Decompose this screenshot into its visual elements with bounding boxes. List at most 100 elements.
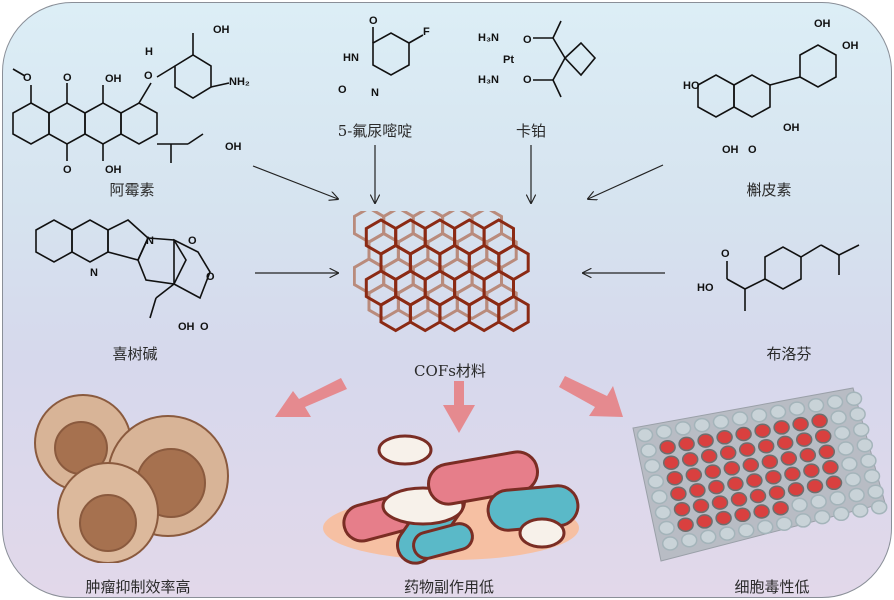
svg-text:N: N (90, 267, 98, 279)
well-empty (810, 494, 827, 509)
drug-label-fluorouracil: 5-氟尿嘧啶 (337, 122, 413, 140)
well-empty (837, 441, 855, 456)
well-filled (716, 430, 733, 445)
well-filled (677, 517, 694, 532)
well-filled (792, 416, 809, 432)
well-filled (772, 500, 789, 516)
well-filled (825, 475, 843, 491)
svg-text:H₃N: H₃N (478, 74, 499, 86)
well-empty (849, 406, 866, 422)
well-filled (761, 454, 779, 469)
well-filled (711, 495, 729, 510)
well-filled (784, 466, 801, 482)
well-filled (685, 467, 703, 483)
svg-text:HO: HO (697, 282, 714, 294)
well-filled (780, 451, 798, 466)
well-filled (811, 413, 828, 429)
well-empty (674, 421, 692, 436)
cof-hexagon (497, 294, 530, 333)
well-empty (867, 484, 884, 499)
svg-text:O: O (188, 235, 197, 247)
fluorouracil-structure: O F HN O N (338, 15, 430, 99)
well-filled (678, 436, 695, 452)
svg-text:OH: OH (225, 141, 242, 153)
well-empty (643, 458, 661, 474)
well-empty (655, 424, 673, 439)
outcome-arrow-cells (559, 376, 623, 417)
cof-layer (364, 218, 530, 333)
arrow-quercetin (588, 164, 664, 199)
well-empty (791, 497, 808, 513)
drug-label-camptothecin: 喜树碱 (112, 345, 158, 363)
outcome-arrow-tumor (275, 378, 347, 417)
well-empty (844, 472, 862, 487)
svg-text:O: O (63, 72, 72, 84)
well-empty (647, 474, 665, 489)
svg-text:O: O (144, 70, 153, 82)
outcome-label-drugs: 药物副作用低 (403, 578, 495, 596)
well-empty (841, 456, 858, 472)
svg-text:N: N (146, 235, 154, 247)
well-empty (731, 411, 749, 426)
well-empty (833, 425, 851, 441)
cof-layer (353, 211, 518, 321)
well-filled (795, 432, 813, 447)
well-empty (863, 468, 881, 484)
well-filled (734, 507, 751, 523)
well-empty (813, 509, 831, 525)
well-empty (860, 453, 877, 468)
well-empty (737, 523, 755, 538)
tumor-cells-illustration (34, 394, 229, 563)
svg-text:O: O (206, 271, 215, 283)
well-filled (727, 476, 744, 492)
quercetin-structure: HO OH O OH OH OH (683, 18, 859, 156)
well-filled (768, 485, 786, 500)
well-filled (749, 488, 767, 504)
well-empty (769, 404, 787, 420)
well-filled (704, 464, 722, 479)
svg-text:OH: OH (213, 24, 230, 36)
svg-text:O: O (200, 321, 209, 333)
well-filled (742, 457, 760, 473)
well-empty (848, 487, 865, 503)
well-filled (735, 426, 752, 442)
well-filled (730, 492, 748, 507)
well-filled (673, 501, 691, 517)
drug-label-quercetin: 槲皮素 (746, 181, 792, 199)
well-empty (829, 491, 846, 506)
well-empty (750, 407, 768, 423)
well-empty (794, 513, 812, 528)
tumor-cell (34, 394, 229, 563)
well-empty (830, 410, 847, 425)
well-filled (719, 445, 737, 461)
well-filled (670, 486, 687, 501)
drug-label-carboplatin: 卡铂 (515, 122, 547, 140)
tablet (377, 434, 433, 466)
svg-text:OH: OH (722, 144, 739, 156)
svg-text:OH: OH (105, 73, 122, 85)
capsule (412, 522, 474, 560)
well-filled (715, 510, 732, 526)
well-filled (723, 461, 741, 476)
well-empty (775, 516, 793, 531)
svg-text:OH: OH (105, 164, 122, 176)
svg-text:O: O (23, 72, 32, 84)
well-filled (814, 429, 832, 444)
drug-label-ibuprofen: 布洛芬 (766, 345, 812, 363)
well-filled (803, 463, 820, 478)
arrows-layer (252, 145, 665, 433)
svg-text:NH₂: NH₂ (229, 76, 250, 88)
well-empty (680, 532, 698, 548)
arrow-doxorubicin (252, 165, 338, 199)
well-filled (659, 439, 676, 455)
well-filled (700, 448, 718, 464)
tablet (518, 517, 566, 549)
well-empty (788, 401, 806, 416)
svg-text:O: O (338, 84, 347, 96)
well-empty (658, 520, 675, 536)
cof-lattice (353, 211, 530, 333)
svg-text:HO: HO (683, 80, 700, 92)
svg-text:O: O (523, 74, 532, 86)
svg-text:N: N (371, 87, 379, 99)
